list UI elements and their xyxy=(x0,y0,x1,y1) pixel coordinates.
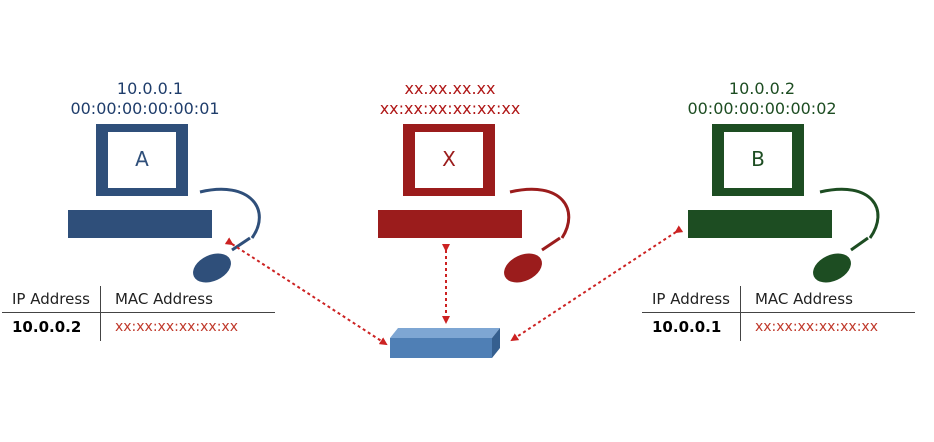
host-a-mac: 00:00:00:00:00:01 xyxy=(70,99,220,118)
arp-table-a-mac: xx:xx:xx:xx:xx:xx xyxy=(114,319,238,335)
table-row: 10.0.0.1 xx:xx:xx:xx:xx:xx xyxy=(642,312,915,341)
host-a-ip: 10.0.0.1 xyxy=(116,79,184,98)
computer-x: X xyxy=(378,124,571,283)
screen-a xyxy=(108,132,176,188)
arp-table-a-header-mac: MAC Address xyxy=(100,286,275,313)
host-x-mac: xx:xx:xx:xx:xx:xx xyxy=(379,99,521,118)
host-label-a: A xyxy=(135,147,149,171)
link-b-switch xyxy=(510,225,684,342)
base-a xyxy=(68,210,212,238)
screen-x xyxy=(415,132,483,188)
base-x xyxy=(378,210,522,238)
host-label-b: B xyxy=(751,147,765,171)
arp-table-b-header-ip: IP Address xyxy=(642,286,741,313)
computer-b: B xyxy=(688,124,880,283)
mouse-cable-a xyxy=(199,187,261,239)
base-b xyxy=(688,210,832,238)
host-b-mac: 00:00:00:00:00:02 xyxy=(687,99,837,118)
host-b-ip: 10.0.0.2 xyxy=(728,79,796,98)
table-row: 10.0.0.2 xx:xx:xx:xx:xx:xx xyxy=(2,312,275,341)
arp-table-a: IP Address MAC Address 10.0.0.2 xx:xx:xx… xyxy=(2,286,275,341)
arp-table-a-ip: 10.0.0.2 xyxy=(2,312,101,341)
arp-table-b-mac: xx:xx:xx:xx:xx:xx xyxy=(754,319,878,335)
arp-table-b-header-mac: MAC Address xyxy=(740,286,915,313)
mouse-a xyxy=(193,253,231,283)
screen-b xyxy=(724,132,792,188)
host-x-ip: xx.xx.xx.xx xyxy=(404,79,496,98)
network-switch xyxy=(390,328,500,358)
mouse-x xyxy=(504,253,542,283)
arp-table-b: IP Address MAC Address 10.0.0.1 xx:xx:xx… xyxy=(642,286,915,341)
mouse-b xyxy=(813,253,851,283)
arp-table-b-ip: 10.0.0.1 xyxy=(642,312,741,341)
host-label-x: X xyxy=(442,147,456,171)
mouse-cable-b xyxy=(819,187,880,239)
arp-table-a-header-ip: IP Address xyxy=(2,286,101,313)
link-a-switch xyxy=(224,237,388,346)
computer-a: A xyxy=(68,124,261,283)
